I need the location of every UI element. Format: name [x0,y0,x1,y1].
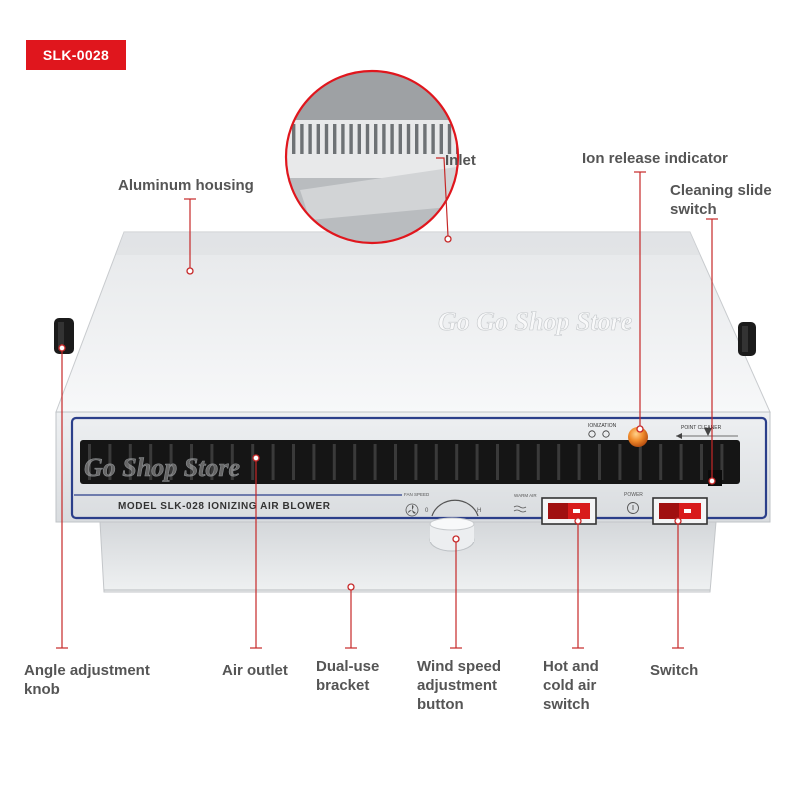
vent-slot [720,444,724,480]
vent-slots [88,444,724,480]
vent-slot [292,444,295,480]
warm-air-label: WARM AIR [514,493,537,498]
right-angle-knob [738,322,756,356]
vent-slot [700,444,703,480]
power-label: POWER [624,492,643,498]
fan-speed-label: FAN SPEED [404,492,430,497]
vent-slot [251,444,255,480]
vent-slot [659,444,663,480]
inlet-slot [292,124,296,154]
label-aluminum-housing: Aluminum housing [118,177,254,194]
inlet-slot [349,124,353,154]
dual-use-bracket [99,521,717,593]
power-icon [627,502,639,514]
inlet-slot [406,124,411,154]
vent-slot [128,444,132,480]
point-cleaner-arrow-icon [676,428,738,439]
vent-slot [190,444,193,480]
vent-slot [353,444,357,480]
vent-slot [638,444,642,480]
vent-slot [210,444,214,480]
inlet-slot [300,124,304,154]
vent-slot [598,444,601,480]
inlet-slot [423,124,427,154]
label-air-outlet: Air outlet [222,662,288,679]
inlet-slot [415,124,419,154]
inlet-slot [324,124,329,154]
label-hot-cold-air-switch: Hot and cold air switch [543,658,599,713]
inlet-slot [447,124,452,154]
label-inlet: Inlet [445,152,476,169]
vent-slot [536,444,540,480]
label-angle-adjustment-knob: Angle adjustment knob [24,662,150,698]
label-switch: Switch [650,662,699,679]
left-angle-knob [54,318,74,354]
inlet-slot [464,124,467,154]
inlet-slot [365,124,370,154]
vent-slot [434,444,438,480]
housing-top [55,231,771,413]
panel-border [70,416,768,520]
inlet-slot [374,124,378,154]
inlet-slot [316,124,320,154]
inlet-slot [382,124,386,154]
vent-slot [557,444,561,480]
vent-slot [312,444,316,480]
vent-slot [271,444,275,480]
inlet-slot [398,124,402,154]
vent-slot [679,444,683,480]
ion-release-led [628,427,648,447]
watermark-lower: Go Shop Store [84,453,240,482]
vent-slot [475,444,479,480]
dial-high: H [477,508,481,514]
air-outlet-grille [80,440,740,484]
fan-icon [405,503,419,517]
inlet-slot [308,124,312,154]
inlet-slot [431,124,435,154]
label-ion-release-indicator: Ion release indicator [582,150,728,167]
inlet-zoom-circle [284,69,467,245]
wind-speed-button[interactable] [429,517,475,552]
warm-air-icon [513,505,527,513]
hot-cold-air-switch[interactable] [541,497,597,525]
vent-slot [149,444,153,480]
vent-slot [516,444,520,480]
label-cleaning-slide-switch: Cleaning slide switch [670,182,772,218]
label-dual-use-bracket: Dual-use bracket [316,658,380,694]
vent-slot [373,444,377,480]
vent-slot [496,444,499,480]
ionization-indicator-dots [588,430,610,438]
dial-low: 0 [425,508,429,514]
vent-slot [618,444,622,480]
vent-slot [88,444,91,480]
callout-lines [56,157,718,649]
inlet-slot [333,124,337,154]
vent-slot [577,444,581,480]
point-cleaner-label: POINT CLEANER [681,425,722,431]
vent-slot [169,444,173,480]
vent-slot [230,444,234,480]
model-text: MODEL SLK-028 IONIZING AIR BLOWER [118,501,331,512]
inlet-slot [439,124,443,154]
model-badge: SLK-0028 [26,40,126,70]
watermark-upper: Go Go Shop Store [438,307,632,336]
inlet-slot [357,124,361,154]
callout-dots [58,235,716,591]
vent-slot [332,444,336,480]
vent-slot [108,444,112,480]
inlet-slot [341,124,345,154]
vent-slot [455,444,459,480]
fan-speed-dial [431,499,479,517]
label-wind-speed-button: Wind speed adjustment button [417,658,502,713]
inlet-slot [390,124,394,154]
vent-slot [394,444,397,480]
vent-slot [414,444,418,480]
ionization-label: IONIZATION [588,423,617,429]
